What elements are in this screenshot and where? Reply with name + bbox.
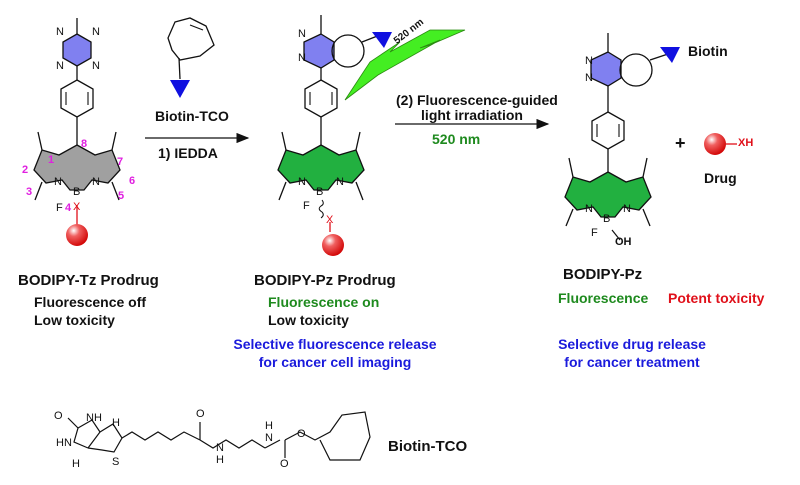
biotin-tco-structure — [67, 411, 371, 461]
tetrazine-ring — [62, 18, 92, 80]
position-label-5: 5 — [118, 190, 125, 202]
atom-h-label: H — [216, 454, 224, 466]
fused-cycloalkane — [331, 34, 365, 68]
atom-b-label: B — [603, 213, 611, 225]
step1-reagent-label: Biotin-TCO — [155, 108, 229, 124]
plus-sign: + — [675, 133, 686, 153]
tetrazine-n-label: N — [92, 60, 100, 72]
fused-cycloalkane — [619, 53, 653, 87]
lightning-bolt-icon — [344, 29, 466, 101]
position-label-2: 2 — [22, 164, 29, 176]
position-label-7: 7 — [117, 156, 124, 168]
atom-h-label: H — [112, 417, 120, 429]
atom-n-label: N — [298, 28, 306, 40]
compound2-application-line2: for cancer cell imaging — [258, 354, 412, 370]
compound2-name: BODIPY-Pz Prodrug — [254, 272, 396, 289]
biotin-triangle-icon — [372, 32, 392, 48]
bodipy-core-on — [564, 171, 652, 218]
atom-o-label: O — [297, 428, 306, 440]
compound1-fluorescence: Fluorescence off — [34, 294, 147, 310]
cleavable-bond — [318, 199, 324, 219]
atom-f-label: F — [56, 202, 63, 214]
drug-label: Drug — [704, 170, 737, 186]
atom-hn-label: HN — [56, 437, 72, 449]
atom-n-label: N — [585, 55, 593, 67]
biotin-triangle-icon — [170, 80, 190, 98]
drug-xh-label: XH — [738, 137, 754, 149]
atom-x-label: X — [73, 201, 81, 213]
tetrazine-n-label: N — [92, 26, 100, 38]
compound3-application-line2: for cancer treatment — [564, 354, 700, 370]
payload-ball-icon — [66, 224, 88, 246]
compound3-fluorescence: Fluorescence — [558, 290, 649, 306]
atom-h-label: H — [72, 458, 80, 470]
atom-n-label: N — [216, 442, 224, 454]
atom-n-label: N — [336, 176, 344, 188]
atom-n-label: N — [298, 52, 306, 64]
atom-oh-label: OH — [615, 236, 632, 248]
compound2-application-line1: Selective fluorescence release — [233, 336, 437, 352]
step2-wavelength: 520 nm — [432, 131, 481, 147]
phenyl-ring — [60, 79, 94, 145]
atom-s-label: S — [112, 456, 120, 468]
compound-bodipy-pz-prodrug — [277, 15, 392, 256]
atom-b-label: B — [316, 186, 324, 198]
tetrazine-n-label: N — [56, 26, 64, 38]
compound1-name: BODIPY-Tz Prodrug — [18, 272, 159, 289]
atom-o-label: O — [54, 410, 63, 422]
atom-f-label: F — [591, 227, 598, 239]
atom-n-label: N — [298, 176, 306, 188]
payload-ball-icon — [322, 234, 344, 256]
compound3-application-line1: Selective drug release — [558, 336, 706, 352]
compound-bodipy-pz — [564, 33, 680, 241]
bodipy-core-off — [33, 144, 121, 191]
atom-f-label: F — [303, 200, 310, 212]
atom-n-label: N — [265, 432, 273, 444]
atom-n-label: N — [585, 72, 593, 84]
biotin-triangle-icon — [660, 47, 680, 63]
compound2-toxicity: Low toxicity — [268, 312, 349, 328]
atom-x-label: X — [326, 214, 334, 226]
compound3-name: BODIPY-Pz — [563, 266, 643, 283]
atom-b-label: B — [73, 186, 81, 198]
position-label-8: 8 — [81, 138, 88, 150]
atom-n-label: N — [92, 176, 100, 188]
compound-bodipy-tz-prodrug — [33, 18, 121, 246]
step1-reaction-label: 1) IEDDA — [158, 145, 218, 161]
atom-n-label: N — [54, 176, 62, 188]
compound1-toxicity: Low toxicity — [34, 312, 115, 328]
compound2-fluorescence: Fluorescence on — [268, 294, 380, 310]
biotin-label: Biotin — [688, 43, 728, 59]
drug-molecule — [704, 133, 737, 155]
step2-line2: light irradiation — [421, 107, 523, 123]
atom-o-label: O — [280, 458, 289, 470]
tco-ring — [167, 17, 215, 61]
step2-line1: (2) Fluorescence-guided — [396, 92, 558, 108]
atom-o-label: O — [196, 408, 205, 420]
step1-arrow-group — [145, 17, 250, 144]
biotin-tco-structure-label: Biotin-TCO — [388, 438, 468, 455]
payload-ball-icon — [704, 133, 726, 155]
atom-nh-label: NH — [86, 412, 102, 424]
tetrazine-n-label: N — [56, 60, 64, 72]
atom-n-label: N — [623, 203, 631, 215]
compound3-toxicity: Potent toxicity — [668, 290, 765, 306]
position-label-6: 6 — [129, 175, 136, 187]
bodipy-core-on — [277, 144, 365, 191]
pyridazine-ring — [590, 51, 622, 87]
pyridazine-ring — [303, 33, 335, 69]
atom-h-label: H — [265, 420, 273, 432]
position-label-1: 1 — [48, 154, 55, 166]
atom-n-label: N — [585, 203, 593, 215]
position-label-4: 4 — [65, 202, 72, 214]
position-label-3: 3 — [26, 186, 33, 198]
